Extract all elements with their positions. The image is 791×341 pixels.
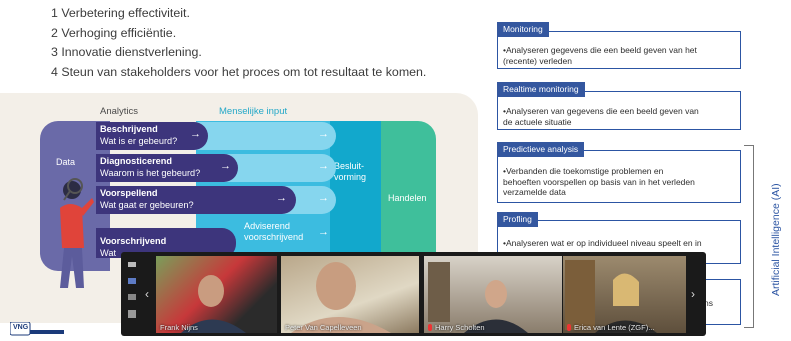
box-title: Realtime monitoring xyxy=(497,82,585,97)
arrow-right-icon: → xyxy=(318,160,329,172)
monitoring-box xyxy=(497,31,741,69)
arrow-right-icon: → xyxy=(276,192,287,204)
row-predictive xyxy=(96,186,296,214)
box-text: ns xyxy=(704,298,713,308)
participant-name: Peter Van Capelleveen xyxy=(285,323,362,332)
participant-name: Erica van Lente (ZGF)... xyxy=(567,323,654,332)
participant-name: Frank Nijns xyxy=(160,323,198,332)
row-diagnostic xyxy=(96,154,238,182)
arrow-right-icon: → xyxy=(318,192,329,204)
row-descriptive xyxy=(96,122,208,150)
person-illustration xyxy=(60,178,94,288)
mic-muted-icon xyxy=(567,324,571,331)
goal-item: 4 Steun van stakeholders voor het proces… xyxy=(51,64,427,79)
action-label: Handelen xyxy=(388,193,427,203)
decision-label: Besluit- vorming xyxy=(334,161,367,182)
grid-icon[interactable] xyxy=(128,310,136,318)
minimize-icon[interactable] xyxy=(128,262,136,267)
arrow-right-icon: → xyxy=(190,128,201,140)
ai-label: Artificial Intelligence (AI) xyxy=(770,183,782,296)
box-text: •Analyseren wat er op individueel niveau… xyxy=(503,238,702,248)
participant-tile[interactable]: Harry Scholten xyxy=(424,256,562,333)
mic-muted-icon xyxy=(428,324,432,331)
analytics-header: Analytics xyxy=(100,106,139,117)
participant-tile[interactable]: Erica van Lente (ZGF)... xyxy=(563,256,686,333)
box-text: •Verbanden die toekomstige problemen en … xyxy=(503,166,695,197)
row-subtitle: Wat is er gebeurd? xyxy=(100,136,178,146)
participant-name: Harry Scholten xyxy=(428,323,485,332)
row-title: Voorschrijvend xyxy=(100,236,167,246)
box-title: Profling xyxy=(497,212,538,227)
box-title: Monitoring xyxy=(497,22,549,37)
arrow-right-icon: → xyxy=(318,226,329,238)
participant-tile[interactable]: Frank Nijns xyxy=(156,256,277,333)
box-title: Predictieve analysis xyxy=(497,142,585,157)
participant-avatar xyxy=(428,262,528,333)
chevron-left-icon[interactable]: ‹ xyxy=(145,287,149,301)
row-title: Voorspellend xyxy=(100,188,158,198)
decision-column xyxy=(330,121,382,271)
arrow-right-icon: → xyxy=(318,128,329,140)
stack-icon[interactable] xyxy=(128,294,136,300)
chevron-right-icon[interactable]: › xyxy=(691,287,695,301)
participant-avatar xyxy=(565,260,657,333)
goal-item: 2 Verhoging efficiëntie. xyxy=(51,25,177,40)
row-title: Beschrijvend xyxy=(100,124,158,134)
data-label: Data xyxy=(56,157,76,167)
row-subtitle: Wat xyxy=(100,248,116,258)
action-column xyxy=(381,121,436,271)
goal-item: 1 Verbetering effectiviteit. xyxy=(51,6,190,20)
row-subtitle: Waarom is het gebeurd? xyxy=(100,168,201,178)
predictive-analysis-box xyxy=(497,150,741,203)
participant-tile[interactable]: Peter Van Capelleveen xyxy=(281,256,419,333)
row-subtitle: Wat gaat er gebeuren? xyxy=(100,200,194,210)
row-title: Diagnosticerend xyxy=(100,156,172,166)
participant-avatar xyxy=(291,262,391,333)
realtime-monitoring-box xyxy=(497,91,741,130)
advisory-label: Adviserend voorschrijvend xyxy=(244,221,304,242)
goals-list: 1 Verbetering effectiviteit. 2 Verhoging… xyxy=(51,5,426,83)
view-toggle-icon[interactable] xyxy=(128,278,136,284)
box-text: •Analyseren van gegevens die een beeld g… xyxy=(503,106,699,127)
goal-item: 3 Innovatie dienstverlening. xyxy=(51,45,202,59)
box-text: •Analyseren gegevens die een beeld geven… xyxy=(503,45,697,66)
vng-logo: VNG xyxy=(9,321,64,336)
ai-bracket xyxy=(744,145,754,328)
participant-avatar xyxy=(181,275,246,333)
arrow-right-icon: → xyxy=(220,160,231,172)
human-input-header: Menselijke input xyxy=(219,106,288,117)
